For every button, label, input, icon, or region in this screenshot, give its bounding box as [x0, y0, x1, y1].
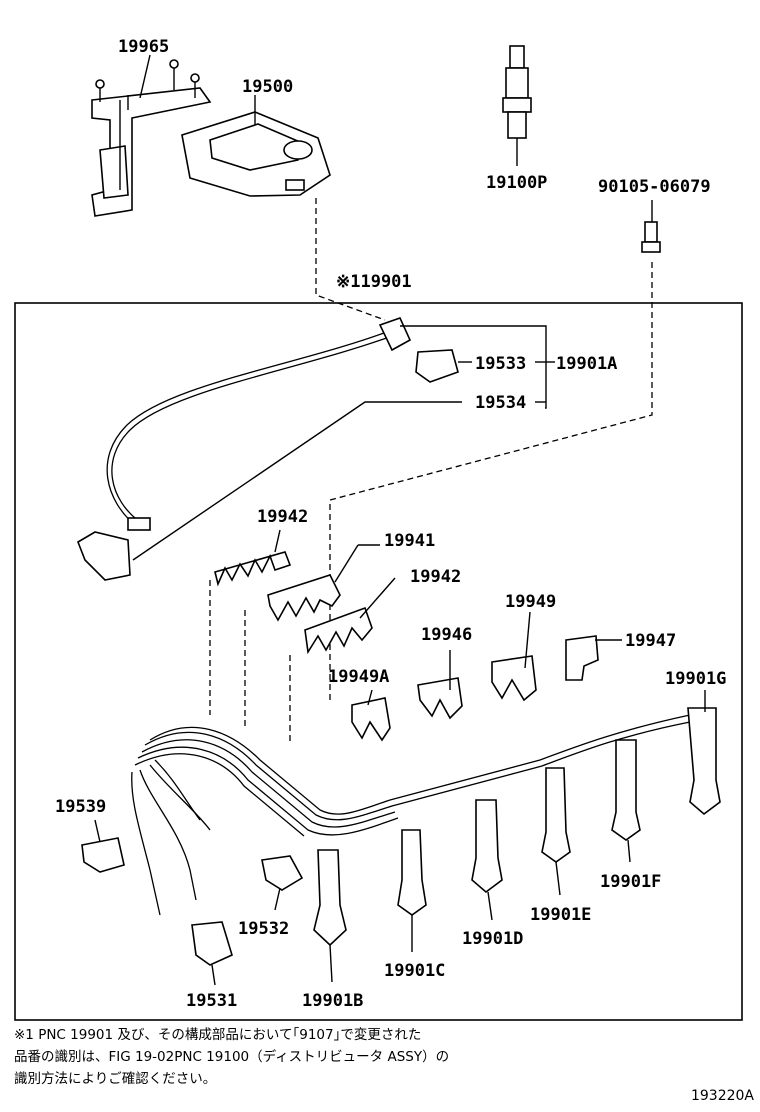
footnote-line-2: 品番の識別は、FIG 19-02PNC 19100（ディストリビュータ ASSY… — [14, 1049, 450, 1065]
label-19901F: 19901F — [600, 872, 661, 892]
grommet-19533 — [415, 349, 459, 383]
cord-bundle — [131, 714, 691, 916]
clamp-19941 — [267, 574, 341, 622]
label-19901G: 19901G — [665, 669, 726, 689]
bracket-19965 — [91, 54, 212, 217]
label-19901: ※119901 — [336, 272, 412, 292]
label-90105-06079: 90105-06079 — [598, 177, 711, 197]
leader-coil-to-cord — [315, 198, 386, 321]
grommet-19531 — [191, 921, 233, 966]
footnote: ※1 PNC 19901 及び、その構成部品において｢9107｣で変更された 品… — [14, 1024, 614, 1090]
bolt-90105-06079 — [641, 200, 661, 253]
label-19901E: 19901E — [530, 905, 591, 925]
footnote-line-3: 識別方法によりご確認ください。 — [14, 1071, 217, 1087]
leader-bolt-to-clamp — [329, 262, 653, 700]
clamp-19942a — [214, 551, 292, 587]
label-19946: 19946 — [421, 625, 472, 645]
grommet-19539 — [81, 837, 125, 873]
spark-plug-19100P — [502, 45, 532, 166]
clamp-19949 — [491, 655, 537, 702]
label-19534: 19534 — [475, 393, 526, 413]
label-19901D: 19901D — [462, 929, 523, 949]
plug-cord-19901E — [541, 767, 571, 863]
label-19942-upper: 19942 — [257, 507, 308, 527]
footnote-line-1: ※1 PNC 19901 及び、その構成部品において｢9107｣で変更された — [14, 1027, 422, 1043]
plug-cord-19901G — [687, 707, 721, 816]
plug-cord-19901F — [611, 739, 641, 841]
coil-cord-19901A — [77, 317, 412, 581]
label-19532: 19532 — [238, 919, 289, 939]
label-19901B: 19901B — [302, 991, 363, 1011]
plug-cord-19901D — [471, 799, 503, 894]
label-19500: 19500 — [242, 77, 293, 97]
assembly-frame — [14, 302, 743, 1021]
plug-cord-19901B — [313, 849, 347, 947]
label-19965: 19965 — [118, 37, 169, 57]
label-19533: 19533 — [475, 354, 526, 374]
label-19947: 19947 — [625, 631, 676, 651]
figure-code: 193220A — [690, 1088, 754, 1104]
label-19100P: 19100P — [486, 173, 547, 193]
label-19949: 19949 — [505, 592, 556, 612]
clamp-19946 — [417, 677, 463, 720]
label-19901A: 19901A — [556, 354, 617, 374]
clamp-19942b — [304, 606, 373, 655]
label-19539: 19539 — [55, 797, 106, 817]
label-19941: 19941 — [384, 531, 435, 551]
label-19901C: 19901C — [384, 961, 445, 981]
ignition-coil-19500 — [181, 95, 331, 197]
plug-cord-19901C — [397, 829, 427, 916]
clamp-19949A — [351, 697, 391, 742]
clamp-19947 — [565, 635, 599, 681]
label-19942-lower: 19942 — [410, 567, 461, 587]
grommet-19532 — [261, 855, 304, 891]
label-19949A: 19949A — [328, 667, 389, 687]
label-19531: 19531 — [186, 991, 237, 1011]
